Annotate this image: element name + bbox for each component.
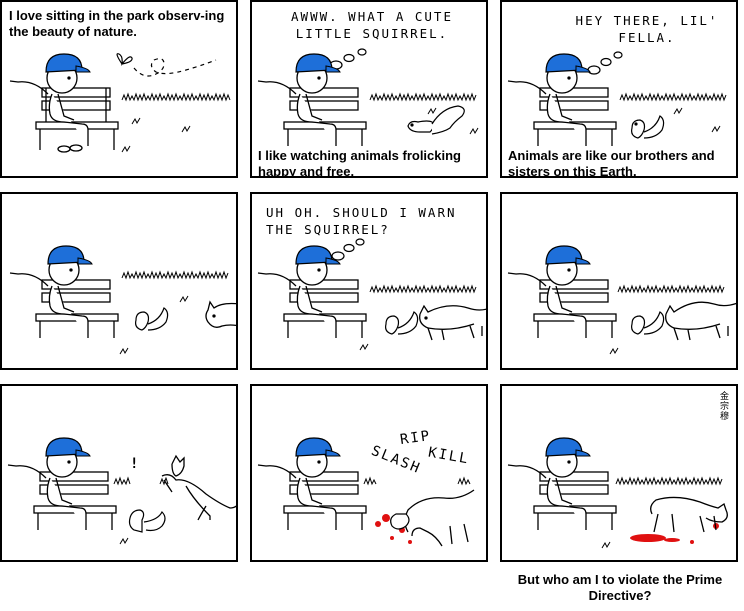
- narration-2: I like watching animals frolicking happy…: [258, 148, 461, 178]
- cap-icon: [47, 245, 93, 265]
- panel-3: HEY THERE, LIL' FELLA. Animals are like …: [500, 0, 738, 178]
- cap-icon: [545, 245, 591, 265]
- narration-1: I love sitting in the park observ-ing th…: [9, 8, 225, 39]
- thought-bubbles: [331, 238, 365, 261]
- bench-icon: [283, 279, 367, 338]
- cat-icon: [665, 301, 736, 341]
- grass-icon: [601, 476, 723, 549]
- thought-5: UH OH. SHOULD I WARN THE SQUIRREL?: [266, 205, 457, 237]
- grass-icon: [119, 270, 229, 355]
- cat-icon: [404, 489, 475, 547]
- scene-8: [257, 437, 475, 547]
- cap-icon: [545, 437, 591, 457]
- cat-icon: [419, 304, 486, 341]
- cat-icon: [205, 300, 236, 328]
- squirrel-icon: [631, 311, 665, 335]
- panel-5: UH OH. SHOULD I WARN THE SQUIRREL?: [250, 192, 488, 370]
- bench-icon: [35, 279, 119, 338]
- bench-icon: [533, 471, 617, 530]
- squirrel-icon: [407, 105, 465, 135]
- cap-icon: [295, 437, 341, 457]
- thought-bubbles: [587, 51, 623, 75]
- squirrel-icon: [390, 513, 410, 530]
- bench-icon: [283, 87, 367, 146]
- narration-3: Animals are like our brothers and sister…: [508, 148, 715, 178]
- bench-icon: [35, 87, 119, 150]
- panel-9: 金宗穆: [500, 384, 738, 562]
- squirrel-icon: [135, 307, 169, 331]
- bench-icon: [533, 87, 617, 146]
- cap-icon: [295, 245, 341, 265]
- panel-2: AWWW. WHAT A CUTE LITTLE SQUIRREL. I lik…: [250, 0, 488, 178]
- scene-3: [507, 51, 727, 146]
- butterfly-icon: [116, 53, 217, 77]
- scene-9: [507, 437, 728, 549]
- thought-2: AWWW. WHAT A CUTE LITTLE SQUIRREL.: [291, 9, 453, 41]
- scene-1: [9, 53, 231, 153]
- grass-icon: [619, 92, 727, 133]
- squirrel-icon: [631, 115, 665, 139]
- grass-icon: [369, 92, 479, 135]
- final-caption: But who am I to violate the Prime Direct…: [517, 572, 723, 603]
- grass-icon: [113, 476, 169, 545]
- grass-icon: [363, 476, 471, 486]
- bench-icon: [283, 471, 367, 530]
- grass-icon: [121, 92, 231, 153]
- cap-icon: [545, 53, 591, 73]
- cap-icon: [45, 437, 91, 457]
- squirrel-icon: [128, 509, 166, 533]
- cap-icon: [45, 53, 91, 73]
- scene-6: [507, 245, 736, 355]
- grass-icon: [609, 284, 725, 355]
- scene-7: [7, 437, 236, 545]
- scene-2: [257, 48, 479, 146]
- thought-bubbles: [329, 48, 367, 70]
- panel-6: [500, 192, 738, 370]
- cat-icon: [161, 454, 236, 521]
- grass-icon: [359, 284, 477, 351]
- scene-4: [9, 245, 236, 355]
- scene-5: [257, 238, 486, 351]
- bench-icon: [33, 471, 117, 530]
- artist-seal: 金宗穆: [720, 392, 730, 422]
- blood-icon: [375, 514, 412, 544]
- squirrel-icon: [385, 311, 419, 335]
- thought-3: HEY THERE, LIL' FELLA.: [575, 13, 719, 45]
- panel-1: I love sitting in the park observ-ing th…: [0, 0, 238, 178]
- cat-icon: [650, 496, 728, 533]
- exclaim-mark: !: [130, 456, 141, 472]
- panel-8: RIP KILL SLASH: [250, 384, 488, 562]
- bench-icon: [533, 279, 617, 338]
- panel-4: [0, 192, 238, 370]
- blood-icon: [630, 523, 719, 544]
- cap-icon: [295, 53, 341, 73]
- panel-7: !: [0, 384, 238, 562]
